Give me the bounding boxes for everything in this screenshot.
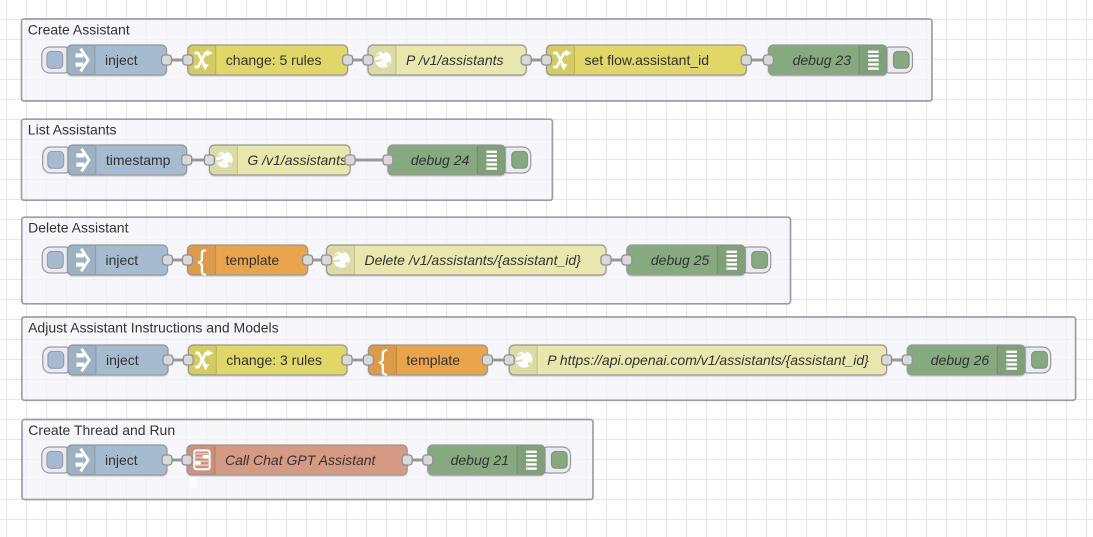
svg-text:inject: inject bbox=[105, 52, 138, 68]
svg-text:inject: inject bbox=[106, 352, 139, 368]
svg-text:debug 23: debug 23 bbox=[793, 52, 852, 68]
svg-text:debug 24: debug 24 bbox=[411, 152, 470, 168]
svg-text:debug 21: debug 21 bbox=[451, 452, 509, 468]
svg-text:Delete /v1/assistants/{assista: Delete /v1/assistants/{assistant_id} bbox=[365, 252, 582, 268]
svg-text:G /v1/assistants: G /v1/assistants bbox=[247, 152, 347, 168]
svg-text:Create Assistant: Create Assistant bbox=[28, 22, 130, 38]
svg-text:debug 26: debug 26 bbox=[931, 352, 990, 368]
svg-text:Call Chat GPT Assistant: Call Chat GPT Assistant bbox=[225, 452, 377, 468]
svg-text:P https://api.openai.com/v1/as: P https://api.openai.com/v1/assistants/{… bbox=[547, 352, 869, 368]
svg-text:List Assistants: List Assistants bbox=[28, 122, 117, 138]
svg-text:Delete Assistant: Delete Assistant bbox=[28, 220, 128, 236]
svg-text:{: { bbox=[378, 345, 387, 376]
svg-text:change: 3 rules: change: 3 rules bbox=[226, 352, 322, 368]
svg-text:set flow.assistant_id: set flow.assistant_id bbox=[585, 52, 710, 68]
svg-text:timestamp: timestamp bbox=[106, 152, 171, 168]
svg-text:debug 25: debug 25 bbox=[651, 252, 710, 268]
svg-text:template: template bbox=[226, 252, 280, 268]
svg-text:Create Thread and Run: Create Thread and Run bbox=[28, 422, 175, 438]
svg-text:{: { bbox=[197, 245, 206, 276]
svg-text:template: template bbox=[406, 352, 460, 368]
svg-text:P /v1/assistants: P /v1/assistants bbox=[406, 52, 504, 68]
svg-text:Adjust Assistant Instructions: Adjust Assistant Instructions and Models bbox=[28, 320, 279, 336]
svg-text:inject: inject bbox=[106, 252, 139, 268]
svg-text:inject: inject bbox=[105, 452, 138, 468]
svg-text:change: 5 rules: change: 5 rules bbox=[226, 52, 322, 68]
